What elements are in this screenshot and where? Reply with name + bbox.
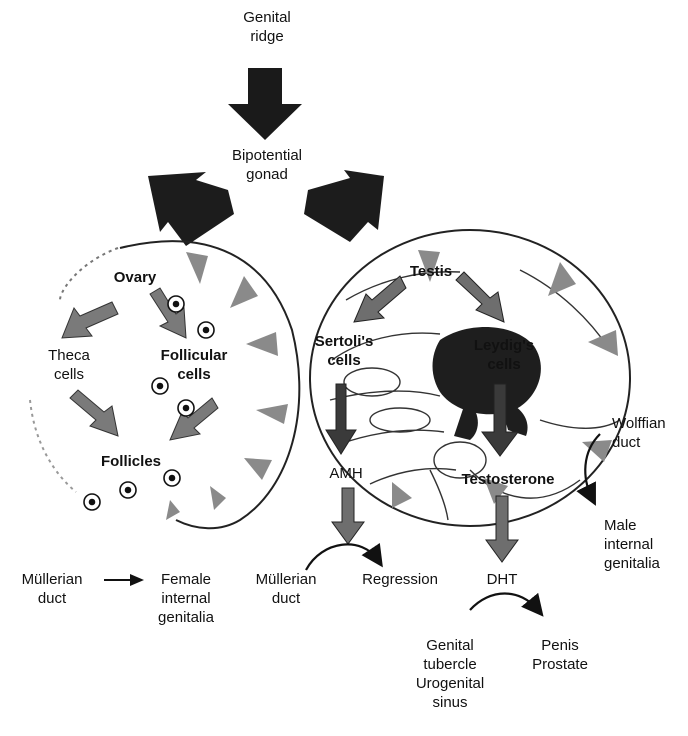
testis-label: Testis bbox=[398, 262, 464, 281]
follicular-cells-label: Follicular cells bbox=[150, 346, 238, 384]
wolffian-duct-label: Wolffian duct bbox=[612, 414, 688, 452]
penis-prostate-label: Penis Prostate bbox=[512, 636, 608, 674]
follicular-to-follicles-arrow-icon bbox=[170, 398, 218, 440]
sertoli-to-amh-arrow-icon bbox=[326, 384, 356, 454]
ovary-to-theca-arrow-icon bbox=[62, 302, 118, 338]
genital-tubercle-urogenital-sinus-label: Genital tubercle Urogenital sinus bbox=[400, 636, 500, 712]
testosterone-label: Testosterone bbox=[446, 470, 570, 489]
mullerian-to-female-arrow-icon bbox=[104, 574, 144, 586]
dht-label: DHT bbox=[472, 570, 532, 589]
male-internal-genitalia-label: Male internal genitalia bbox=[604, 516, 688, 573]
testosterone-to-dht-arrow-icon bbox=[486, 496, 518, 562]
theca-to-follicles-arrow-icon bbox=[70, 390, 118, 436]
follicle-cells bbox=[84, 296, 214, 510]
ovary-septa bbox=[166, 252, 288, 520]
down-arrow-icon bbox=[228, 68, 302, 140]
mullerian-duct-female-label: Müllerian duct bbox=[2, 570, 102, 608]
leydig-cells-label: Leydig's cells bbox=[464, 336, 544, 374]
ovary-label: Ovary bbox=[100, 268, 170, 287]
theca-cells-label: Theca cells bbox=[36, 346, 102, 384]
mullerian-duct-male-label: Müllerian duct bbox=[236, 570, 336, 608]
genital-tubercle-to-penis-curve-icon bbox=[470, 594, 538, 611]
follicles-label: Follicles bbox=[88, 452, 174, 471]
female-internal-genitalia-label: Female internal genitalia bbox=[144, 570, 228, 627]
regression-label: Regression bbox=[340, 570, 460, 589]
sertoli-cells-label: Sertoli's cells bbox=[306, 332, 382, 370]
amh-label: AMH bbox=[318, 464, 374, 483]
testis-to-sertoli-arrow-icon bbox=[354, 276, 406, 322]
amh-down-arrow-icon bbox=[332, 488, 364, 544]
ovary-to-follicular-arrow-icon bbox=[150, 288, 186, 338]
genital-ridge-label: Genital ridge bbox=[232, 8, 302, 46]
mullerian-to-regression-curve-icon bbox=[306, 544, 378, 570]
bipotential-gonad-label: Bipotential gonad bbox=[212, 146, 322, 184]
